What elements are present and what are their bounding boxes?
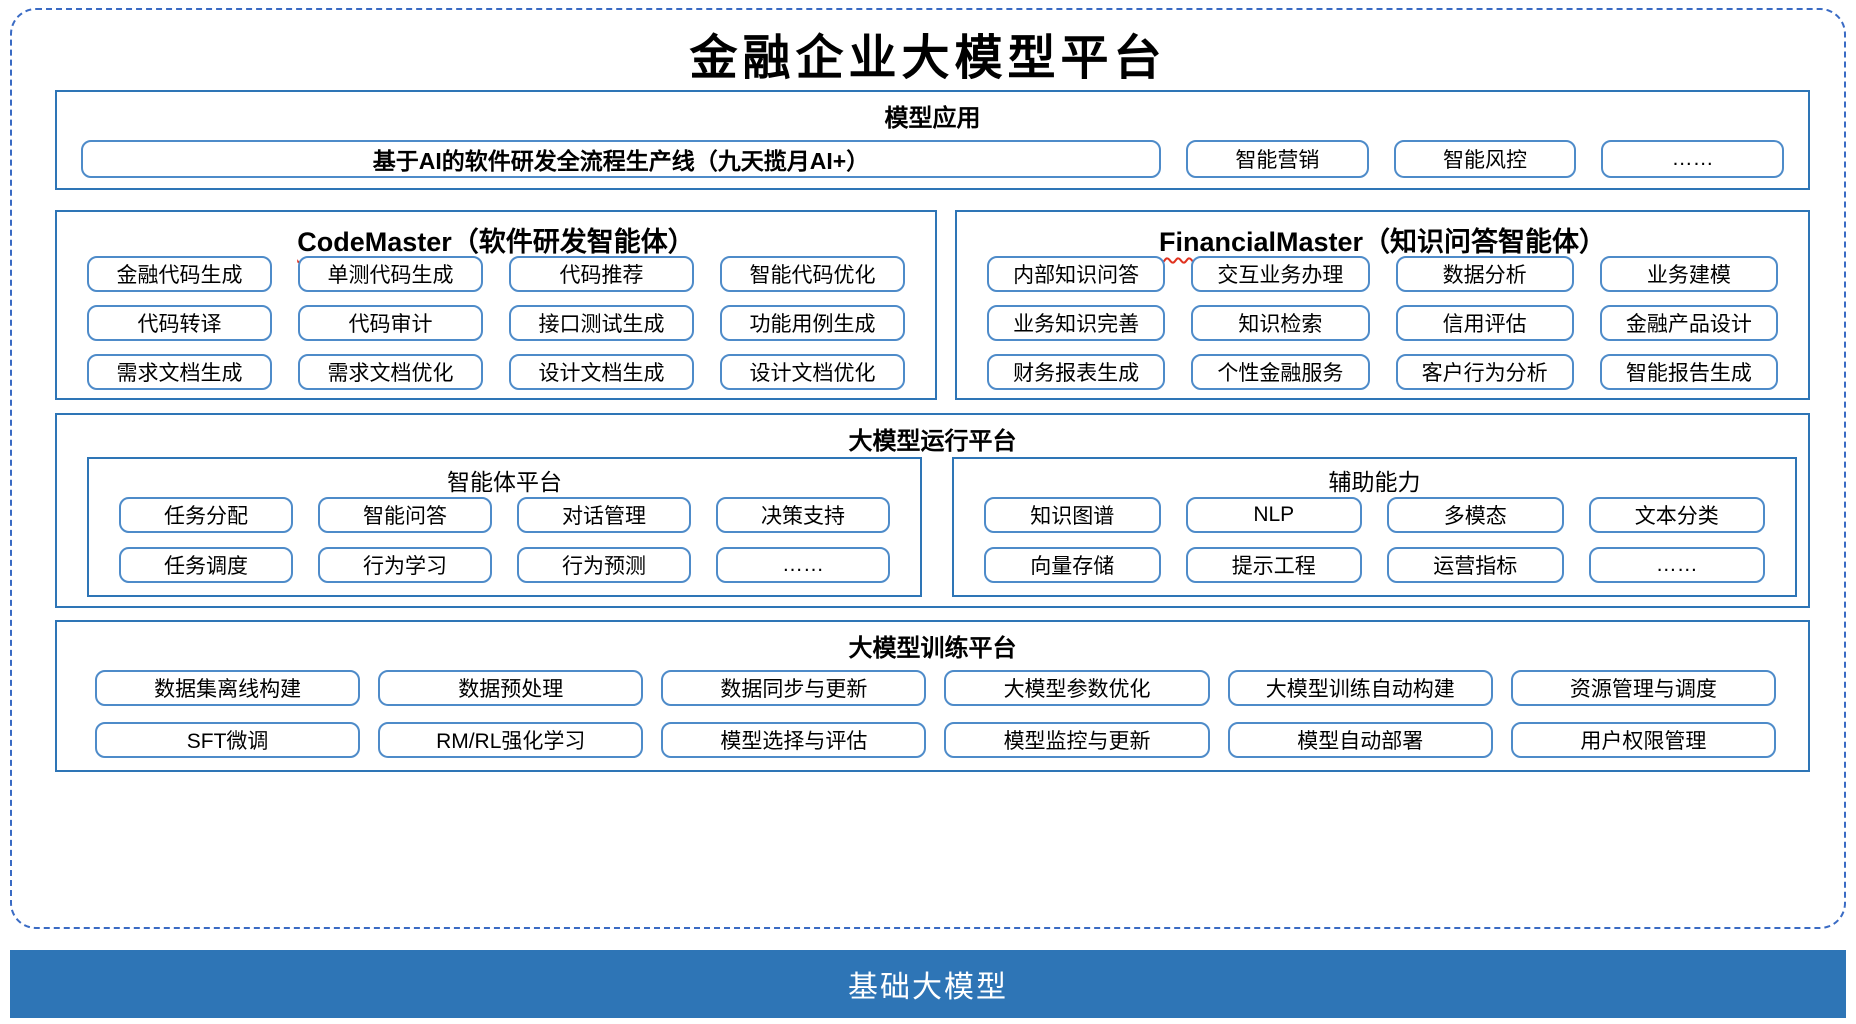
agent-platform-button[interactable]: …… — [716, 547, 890, 583]
training-capability-button[interactable]: 大模型训练自动构建 — [1227, 670, 1493, 706]
training-capability-button[interactable]: SFT微调 — [95, 722, 361, 758]
auxiliary-capability-button[interactable]: 文本分类 — [1588, 497, 1765, 533]
agent-platform-button[interactable]: 任务调度 — [119, 547, 293, 583]
financialmaster-capability-button[interactable]: 个性金融服务 — [1191, 354, 1370, 390]
auxiliary-capability-button[interactable]: …… — [1588, 547, 1765, 583]
training-capability-button[interactable]: RM/RL强化学习 — [378, 722, 644, 758]
training-capability-button[interactable]: 模型自动部署 — [1227, 722, 1493, 758]
agent-platform-header: 智能体平台 — [447, 469, 562, 495]
codemaster-capability-button[interactable]: 功能用例生成 — [720, 305, 905, 341]
financialmaster-capability-button[interactable]: 交互业务办理 — [1191, 256, 1370, 292]
financialmaster-capability-button[interactable]: 业务知识完善 — [987, 305, 1166, 341]
agent-platform-button[interactable]: 智能问答 — [318, 497, 492, 533]
training-capability-button[interactable]: 资源管理与调度 — [1510, 670, 1776, 706]
financialmaster-capability-button[interactable]: 客户行为分析 — [1395, 354, 1574, 390]
section-codemaster: CodeMaster（软件研发智能体） 金融代码生成单测代码生成代码推荐智能代码… — [55, 210, 937, 400]
codemaster-capability-button[interactable]: 代码审计 — [298, 305, 483, 341]
codemaster-capability-button[interactable]: 代码转译 — [87, 305, 272, 341]
codemaster-capability-grid: 金融代码生成单测代码生成代码推荐智能代码优化代码转译代码审计接口测试生成功能用例… — [87, 256, 905, 390]
financialmaster-capability-button[interactable]: 业务建模 — [1599, 256, 1778, 292]
codemaster-capability-button[interactable]: 接口测试生成 — [509, 305, 694, 341]
application-button[interactable]: 智能风控 — [1393, 140, 1577, 178]
section-model-application: 模型应用 基于AI的软件研发全流程生产线（九天揽月AI+） 智能营销智能风控 …… — [55, 90, 1810, 190]
financialmaster-capability-button[interactable]: 内部知识问答 — [987, 256, 1166, 292]
codemaster-capability-button[interactable]: 智能代码优化 — [720, 256, 905, 292]
training-capability-button[interactable]: 数据同步与更新 — [661, 670, 927, 706]
financialmaster-header: FinancialMaster（知识问答智能体） — [957, 220, 1808, 259]
ai-pipeline-button[interactable]: 基于AI的软件研发全流程生产线（九天揽月AI+） — [81, 140, 1161, 178]
training-capability-button[interactable]: 模型监控与更新 — [944, 722, 1210, 758]
model-application-button-row: 基于AI的软件研发全流程生产线（九天揽月AI+） 智能营销智能风控 …… — [81, 140, 1785, 178]
auxiliary-capability-button[interactable]: NLP — [1185, 497, 1362, 533]
subsection-agent-platform: 智能体平台 任务分配智能问答对话管理决策支持任务调度行为学习行为预测 …… — [87, 457, 922, 597]
agent-platform-button[interactable]: 任务分配 — [119, 497, 293, 533]
training-capability-button[interactable]: 模型选择与评估 — [661, 722, 927, 758]
codemaster-capability-button[interactable]: 需求文档优化 — [298, 354, 483, 390]
training-platform-header: 大模型训练平台 — [848, 635, 1017, 662]
financialmaster-capability-button[interactable]: 数据分析 — [1395, 256, 1574, 292]
section-runtime-platform: 大模型运行平台 智能体平台 任务分配智能问答对话管理决策支持任务调度行为学习行为… — [55, 413, 1810, 608]
agent-platform-button[interactable]: 行为学习 — [318, 547, 492, 583]
agent-platform-grid: 任务分配智能问答对话管理决策支持任务调度行为学习行为预测 …… — [119, 497, 890, 583]
auxiliary-capability-button[interactable]: 多模态 — [1387, 497, 1564, 533]
codemaster-name: CodeMaster — [297, 227, 452, 257]
runtime-platform-header: 大模型运行平台 — [848, 428, 1017, 455]
agent-platform-button[interactable]: 决策支持 — [716, 497, 890, 533]
financialmaster-subtitle: （知识问答智能体） — [1363, 227, 1607, 257]
auxiliary-capability-grid: 知识图谱 NLP 多模态文本分类向量存储提示工程运营指标 …… — [984, 497, 1765, 583]
auxiliary-capability-button[interactable]: 提示工程 — [1185, 547, 1362, 583]
financialmaster-capability-button[interactable]: 金融产品设计 — [1599, 305, 1778, 341]
codemaster-capability-button[interactable]: 单测代码生成 — [298, 256, 483, 292]
application-button[interactable]: 智能营销 — [1186, 140, 1369, 178]
training-platform-grid: 数据集离线构建数据预处理数据同步与更新大模型参数优化大模型训练自动构建资源管理与… — [95, 670, 1776, 758]
training-capability-button[interactable]: 大模型参数优化 — [944, 670, 1210, 706]
agents-row: CodeMaster（软件研发智能体） 金融代码生成单测代码生成代码推荐智能代码… — [55, 210, 1810, 400]
runtime-subsections: 智能体平台 任务分配智能问答对话管理决策支持任务调度行为学习行为预测 …… 辅助能… — [87, 457, 1797, 597]
agent-platform-button[interactable]: 行为预测 — [517, 547, 691, 583]
codemaster-capability-button[interactable]: 金融代码生成 — [87, 256, 272, 292]
financialmaster-capability-grid: 内部知识问答交互业务办理数据分析业务建模业务知识完善知识检索信用评估金融产品设计… — [987, 256, 1778, 390]
financialmaster-capability-button[interactable]: 信用评估 — [1395, 305, 1574, 341]
financialmaster-name: FinancialMaster — [1158, 227, 1364, 257]
foundation-model-label: 基础大模型 — [848, 971, 1008, 1004]
section-training-platform: 大模型训练平台 数据集离线构建数据预处理数据同步与更新大模型参数优化大模型训练自… — [55, 620, 1810, 772]
model-application-header: 模型应用 — [884, 105, 981, 132]
codemaster-capability-button[interactable]: 需求文档生成 — [87, 354, 272, 390]
training-capability-button[interactable]: 数据预处理 — [378, 670, 644, 706]
codemaster-subtitle: （软件研发智能体） — [451, 227, 695, 257]
training-capability-button[interactable]: 数据集离线构建 — [95, 670, 361, 706]
auxiliary-capability-button[interactable]: 向量存储 — [984, 547, 1161, 583]
codemaster-capability-button[interactable]: 设计文档生成 — [509, 354, 694, 390]
section-financialmaster: FinancialMaster（知识问答智能体） 内部知识问答交互业务办理数据分… — [955, 210, 1810, 400]
codemaster-header: CodeMaster（软件研发智能体） — [57, 220, 935, 259]
codemaster-capability-button[interactable]: 代码推荐 — [509, 256, 694, 292]
auxiliary-capability-header: 辅助能力 — [1328, 469, 1421, 495]
codemaster-capability-button[interactable]: 设计文档优化 — [720, 354, 905, 390]
platform-dashed-frame — [10, 8, 1846, 929]
application-button[interactable]: …… — [1601, 140, 1785, 178]
financialmaster-capability-button[interactable]: 智能报告生成 — [1599, 354, 1778, 390]
auxiliary-capability-button[interactable]: 知识图谱 — [984, 497, 1161, 533]
page-title: 金融企业大模型平台 — [689, 30, 1167, 86]
agent-platform-button[interactable]: 对话管理 — [517, 497, 691, 533]
auxiliary-capability-button[interactable]: 运营指标 — [1387, 547, 1564, 583]
subsection-auxiliary-capability: 辅助能力 知识图谱 NLP 多模态文本分类向量存储提示工程运营指标 …… — [952, 457, 1797, 597]
foundation-model-bar: 基础大模型 — [10, 950, 1846, 1018]
financialmaster-capability-button[interactable]: 知识检索 — [1191, 305, 1370, 341]
financialmaster-capability-button[interactable]: 财务报表生成 — [987, 354, 1166, 390]
training-capability-button[interactable]: 用户权限管理 — [1510, 722, 1776, 758]
